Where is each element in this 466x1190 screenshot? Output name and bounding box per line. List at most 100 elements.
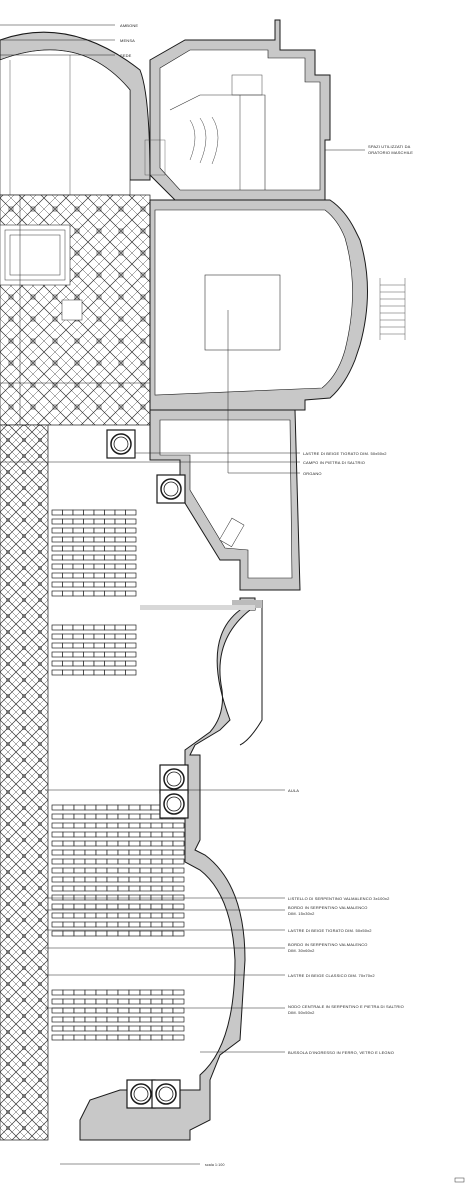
pew-seat [114, 527, 126, 534]
pew-seat [73, 804, 86, 811]
pew-seat [95, 912, 108, 919]
nave-wall [79, 597, 256, 1141]
pew-seat [114, 518, 126, 525]
oratorio-rooms [144, 19, 331, 201]
label-listello: LISTELLO DI SERPENTINO VALMALENCO 3x100x… [288, 896, 390, 901]
pew-seat [72, 624, 84, 631]
pew-seat [83, 527, 95, 534]
pew-seat [106, 813, 119, 820]
pew-seat [51, 581, 63, 588]
pew-seat [114, 651, 126, 658]
pew-seat [106, 1034, 119, 1041]
pew-seat [51, 536, 63, 543]
pew-seat [51, 669, 63, 676]
pew-seat [62, 813, 75, 820]
pew-seat [150, 840, 163, 847]
pew-seat [128, 885, 141, 892]
pew-seat [150, 1007, 163, 1014]
pew-seat [51, 894, 64, 901]
pew-seat [172, 1025, 185, 1032]
pew-seat [51, 831, 64, 838]
pew-seat [62, 921, 75, 928]
pew-seat [95, 840, 108, 847]
pew-seat [161, 822, 174, 829]
pew-seat [72, 518, 84, 525]
pew-seat [106, 876, 119, 883]
pew-seat [128, 1007, 141, 1014]
pew-seat [104, 536, 116, 543]
pew-seat [139, 1025, 152, 1032]
pew-seat [51, 840, 64, 847]
pew-seat [172, 903, 185, 910]
pew-seat [104, 518, 116, 525]
pew-seat [128, 1034, 141, 1041]
pew-seat [150, 867, 163, 874]
pew-seat [125, 651, 137, 658]
pew-seat [125, 642, 137, 649]
pew-seat [128, 894, 141, 901]
pew-seat [51, 849, 64, 856]
pew-seat [106, 885, 119, 892]
pew-seat [139, 912, 152, 919]
pew-seat [150, 1016, 163, 1023]
pew-seat [51, 876, 64, 883]
altar-steps [0, 224, 83, 321]
pew-seat [117, 1034, 130, 1041]
pew-seat [125, 554, 137, 561]
pew-seat [117, 849, 130, 856]
label-bordo1-1: BORDO IN SERPENTINO VALMALENCO [288, 905, 368, 910]
pew-seat [51, 921, 64, 928]
pew-seat [104, 660, 116, 667]
pew-seat [104, 669, 116, 676]
pew-seat [62, 536, 74, 543]
pew-seat [139, 1016, 152, 1023]
pew-seat [51, 633, 63, 640]
pew-seat [172, 840, 185, 847]
pew-seat [93, 669, 105, 676]
pew-seat [73, 885, 86, 892]
pew-seat [62, 572, 74, 579]
pew-seat [106, 1007, 119, 1014]
pew-seat [128, 1016, 141, 1023]
pew-seat [51, 912, 64, 919]
pew-seat [128, 989, 141, 996]
pew-seat [104, 651, 116, 658]
pew-seat [95, 813, 108, 820]
pew-seat [93, 581, 105, 588]
pew-seat [83, 545, 95, 552]
pew-seat [161, 930, 174, 937]
pew-seat [62, 554, 74, 561]
pew-seat [93, 527, 105, 534]
pew-seat [172, 849, 185, 856]
pew-seat [62, 1007, 75, 1014]
pew-seat [104, 633, 116, 640]
pew-seat [51, 804, 64, 811]
pew-seat [150, 998, 163, 1005]
pew-seat [117, 1007, 130, 1014]
pew-seat [117, 867, 130, 874]
pew-seat [106, 998, 119, 1005]
pew-seat [128, 876, 141, 883]
pew-seat [139, 840, 152, 847]
pew-seat [106, 1025, 119, 1032]
pew-seat [114, 642, 126, 649]
pew-seat [161, 1034, 174, 1041]
pew-seat [73, 930, 86, 937]
pew-seat [128, 831, 141, 838]
pew-seat [95, 804, 108, 811]
pew-seat [104, 642, 116, 649]
pew-seat [104, 554, 116, 561]
leader-lines [0, 24, 365, 1165]
pew-seat [62, 1025, 75, 1032]
pew-seat [84, 867, 97, 874]
pew-seat [128, 912, 141, 919]
pew-seat [95, 831, 108, 838]
pew-seat [95, 867, 108, 874]
pew-seat [93, 545, 105, 552]
pew-seat [62, 509, 74, 516]
pew-seat [161, 876, 174, 883]
pew-seat [73, 876, 86, 883]
pew-seat [73, 840, 86, 847]
pew-seat [128, 998, 141, 1005]
